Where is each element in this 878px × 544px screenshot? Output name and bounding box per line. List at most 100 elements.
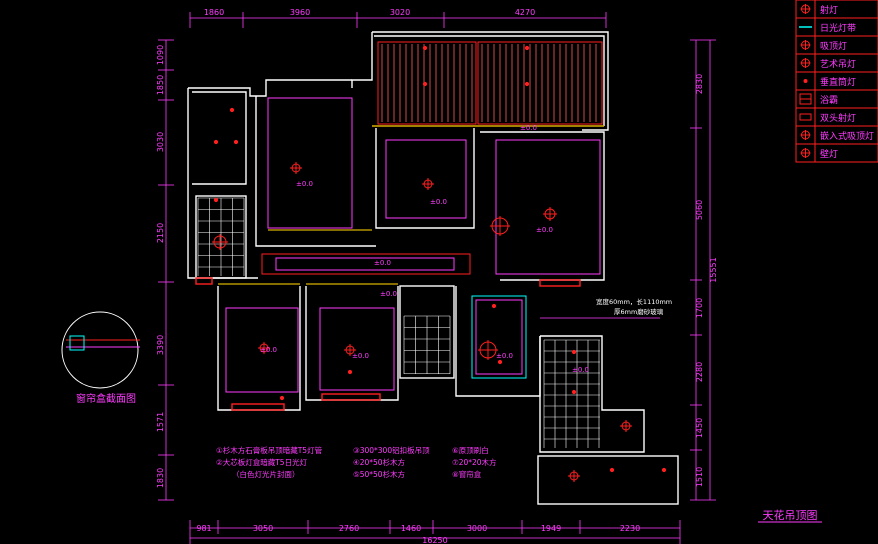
elevation-label: ±0.0 (352, 352, 369, 360)
dim-top-4: 4270 (515, 8, 535, 17)
art-chandelier-icon (800, 58, 811, 68)
dim-left-3: 3030 (156, 132, 165, 152)
legend-label: 日光灯带 (820, 22, 856, 34)
dim-right-4: 2280 (695, 362, 704, 382)
dim-bottom-1: 981 (196, 524, 211, 533)
room-elevation-labels: ±0.0±0.0±0.0±0.0±0.0±0.0±0.0±0.0±0.0±0.0 (260, 124, 589, 374)
construction-notes: ①杉木方石膏板吊顶暗藏T5灯管 ②大芯板灯盒暗藏T5日光灯 （白色灯光片封面） … (216, 445, 497, 479)
dim-left-5: 3390 (156, 335, 165, 355)
spotlight-icon (524, 45, 530, 51)
dim-right-6: 1510 (695, 467, 704, 487)
recessed-ceiling-light-icon (800, 130, 811, 140)
ceiling-light-icon (258, 342, 270, 354)
elevation-label: ±0.0 (536, 226, 553, 234)
spotlight-icon (213, 197, 219, 203)
dim-bottom-4: 1460 (401, 524, 421, 533)
dim-bottom-2: 3050 (253, 524, 273, 533)
dimension-lines (158, 12, 716, 544)
dim-top-2: 3960 (290, 8, 310, 17)
dim-right-2: 5060 (695, 200, 704, 220)
bath-heater-icon (799, 93, 812, 105)
downlight-icon (803, 79, 808, 83)
elevation-label: ±0.0 (296, 180, 313, 188)
legend-row: 浴霸 (796, 93, 878, 109)
annotation-line-2: 厚6mm磨砂玻璃 (614, 307, 664, 316)
spotlight-icon (422, 81, 428, 87)
elevation-label: ±0.0 (374, 259, 391, 267)
dim-left-6: 1571 (156, 412, 165, 432)
dim-right-5: 1450 (695, 418, 704, 438)
note-mid-1: ③300*300铝扣板吊顶 (353, 445, 430, 455)
legend-label: 双头射灯 (820, 112, 856, 124)
spotlight-icon (571, 389, 577, 395)
legend-row: 射灯 (796, 4, 878, 19)
legend-label: 嵌入式吸顶灯 (820, 130, 874, 142)
ceiling-light-icon (290, 162, 302, 174)
ceiling-features (197, 41, 604, 448)
double-spotlight-icon (799, 113, 812, 121)
note-left-2: ②大芯板灯盒暗藏T5日光灯 (216, 457, 308, 467)
dim-left-2: 1850 (156, 75, 165, 95)
dim-top-1: 1860 (204, 8, 224, 17)
walls (187, 31, 679, 505)
spotlight-icon (347, 369, 353, 375)
section-label: 窗帘盒截面图 (76, 392, 136, 405)
spotlight-icon (422, 45, 428, 51)
note-mid-2: ④20*50杉木方 (353, 457, 406, 467)
dim-bottom-7: 2230 (620, 524, 640, 533)
legend-row: 日光灯带 (796, 22, 878, 37)
spotlight-icon (800, 4, 811, 14)
legend-label: 浴霸 (820, 95, 838, 106)
legend-row: 艺术吊灯 (796, 58, 878, 73)
note-mid-3: ⑤50*50杉木方 (353, 469, 406, 479)
spotlight-icon (661, 467, 667, 473)
spotlight-icon (524, 81, 530, 87)
legend-row: 嵌入式吸顶灯 (796, 130, 878, 145)
legend-row: 垂直筒灯 (796, 76, 878, 91)
elevation-label: ±0.0 (430, 198, 447, 206)
dim-left-7: 1830 (156, 468, 165, 488)
dim-bottom-total: 16250 (422, 536, 447, 544)
ceiling-light-icon (422, 178, 434, 190)
elevation-label: ±0.0 (380, 290, 397, 298)
drawing-title: 天花吊顶图 (763, 509, 818, 522)
annotation-line-1: 宽度60mm，长1110mm (596, 297, 672, 306)
legend-row: 吸顶灯 (796, 40, 878, 55)
note-right-1: ⑥原顶刷白 (452, 445, 489, 455)
ceiling-light-icon (800, 40, 811, 50)
ceiling-light-icon (490, 216, 510, 236)
legend-label: 吸顶灯 (820, 41, 847, 52)
dim-left-4: 2150 (156, 223, 165, 243)
note-right-2: ⑦20*20木方 (452, 457, 497, 467)
ceiling-light-icon (478, 340, 498, 360)
elevation-label: ±0.0 (520, 124, 537, 132)
dim-bottom-3: 2760 (339, 524, 359, 533)
legend-label: 射灯 (820, 4, 838, 16)
spotlight-icon (571, 349, 577, 355)
ceiling-light-icon (344, 344, 356, 356)
glass-annotation: 宽度60mm，长1110mm 厚6mm磨砂玻璃 (540, 297, 672, 319)
dimension-labels-vertical: 1090 1850 3030 2150 3390 1571 1830 2830 … (156, 45, 718, 488)
spotlight-icon (233, 139, 239, 145)
curtain-box-section: 窗帘盒截面图 (61, 311, 140, 405)
ceiling-light-icon (543, 207, 557, 221)
dim-right-1: 2830 (695, 74, 704, 94)
ceiling-light-icon (568, 470, 580, 482)
elevation-label: ±0.0 (260, 346, 277, 354)
dimension-labels: 1860 3960 3020 4270 981 3050 2760 1460 3… (196, 8, 640, 544)
legend-label: 垂直筒灯 (820, 76, 856, 88)
spotlight-icon (609, 467, 615, 473)
spotlight-icon (213, 139, 219, 145)
note-left-1: ①杉木方石膏板吊顶暗藏T5灯管 (216, 445, 323, 455)
dim-right-3: 1700 (695, 298, 704, 318)
wall-lamp-icon (800, 148, 811, 158)
ceiling-light-icon (212, 234, 228, 250)
dim-right-total: 15551 (709, 257, 718, 282)
note-left-3: （白色灯光片封面） (232, 469, 300, 479)
dim-left-1: 1090 (156, 45, 165, 65)
dim-top-3: 3020 (390, 8, 410, 17)
ceiling-light-icon (620, 420, 632, 432)
spotlight-icon (229, 107, 235, 113)
legend-row: 双头射灯 (796, 112, 878, 127)
